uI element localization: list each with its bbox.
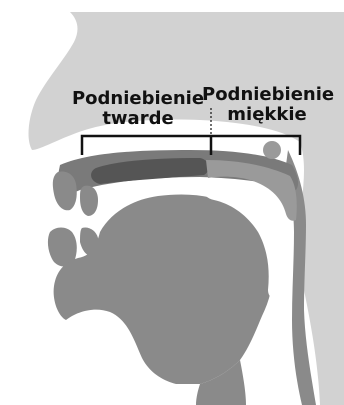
soft-palate-label-line2: miękkie (202, 105, 332, 125)
tongue-and-jaw (54, 194, 274, 384)
hard-palate-label-line1: Podniebienie (70, 89, 206, 109)
hard-palate-label: Podniebienie twarde (70, 89, 206, 129)
palate-node (263, 141, 281, 159)
upper-incisor (80, 186, 98, 216)
soft-palate-label-line1: Podniebienie (202, 85, 332, 105)
soft-palate-label: Podniebienie miękkie (202, 85, 332, 125)
upper-lip-teeth (53, 172, 77, 211)
hard-palate-label-line2: twarde (70, 109, 206, 129)
